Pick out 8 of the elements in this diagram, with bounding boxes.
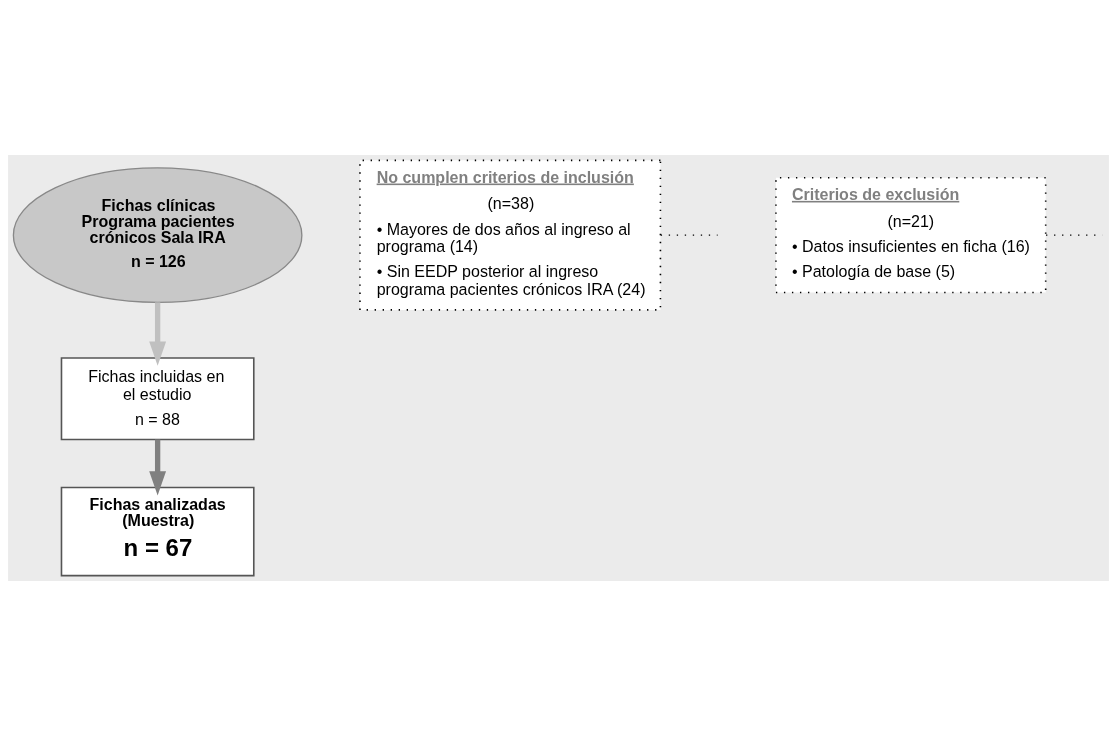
connector <box>660 233 719 236</box>
arrow <box>149 301 167 366</box>
node-ellipse: Fichas clínicas Programa pacientes crónicos Sala IRA n = 126 <box>12 166 303 303</box>
node-box: Fichas incluidas en el estudio n = 88 <box>60 356 255 440</box>
node-box: No cumplen criterios de inclusión (n=38) • Mayores de dos años al ingreso al programa (14) • Sin EEDP posterior al ingreso programa pacientes crónicos IRA (24) <box>359 159 662 311</box>
arrow <box>149 438 167 495</box>
node-box: Criterios de exclusión (n=21) • Datos insuficientes en ficha (16) • Patología de base (5) <box>775 176 1047 293</box>
node-box: Fichas analizadas (Muestra) n = 67 <box>60 486 255 576</box>
